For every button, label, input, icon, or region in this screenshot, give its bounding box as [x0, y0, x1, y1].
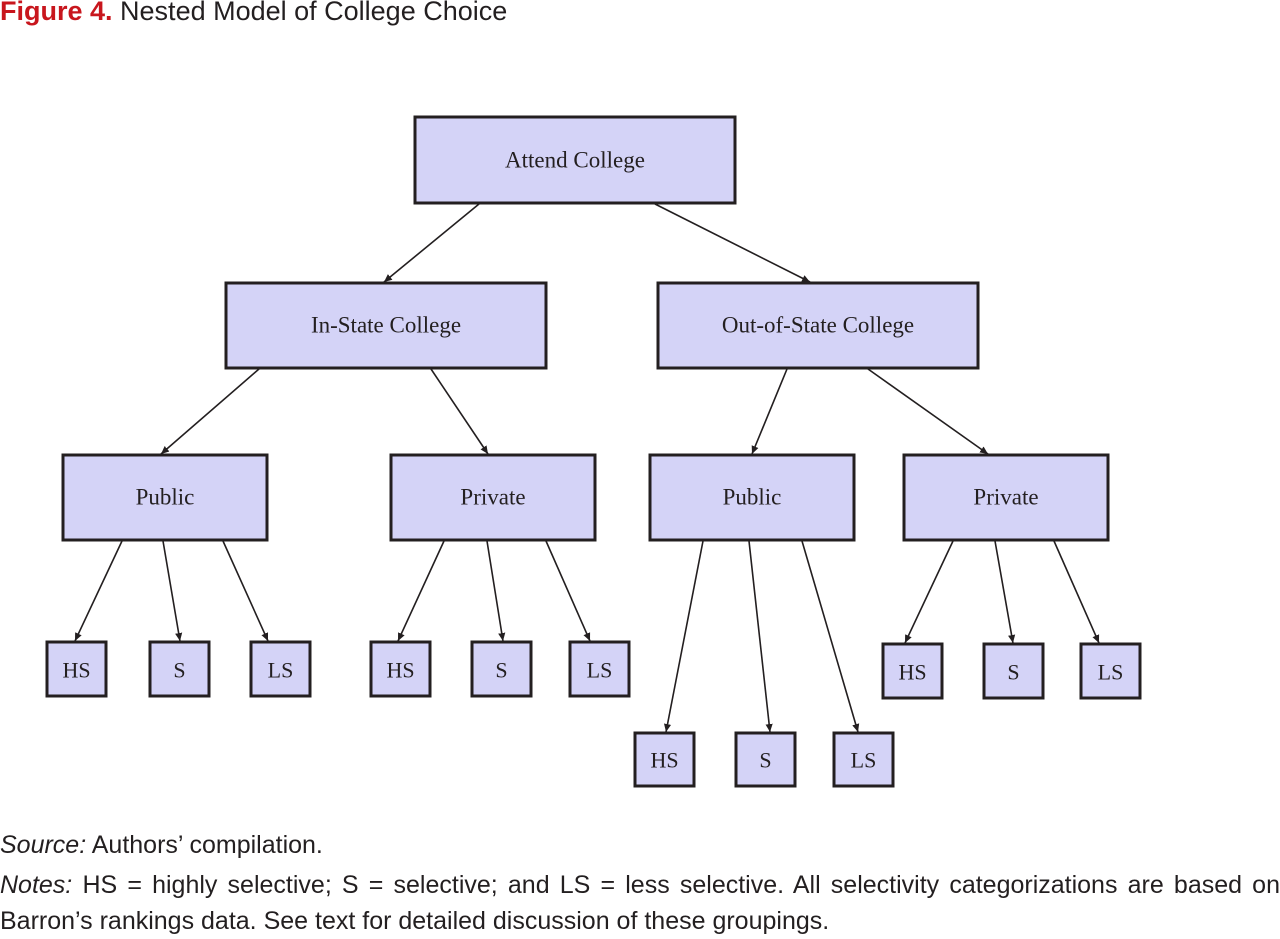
node-out-public-ls-label: LS — [851, 748, 877, 773]
node-in-public-hs-label: HS — [62, 658, 90, 683]
node-in-private-hs: HS — [369, 640, 432, 698]
node-in-public-hs: HS — [45, 640, 108, 698]
edge-in-private-ls — [545, 540, 591, 642]
node-in-private-s: S — [470, 640, 533, 698]
node-out-private-hs-label: HS — [898, 660, 926, 685]
edge-in-private-hs — [397, 540, 445, 642]
node-in-state-private: Private — [389, 453, 597, 542]
node-out-public-hs-label: HS — [650, 748, 678, 773]
edge-in-state-public — [160, 368, 260, 455]
node-in-public-ls: LS — [249, 640, 312, 698]
node-in-public-ls-label: LS — [268, 658, 294, 683]
edge-in-public-s — [162, 540, 183, 642]
edge-out-private-s — [994, 540, 1016, 644]
node-out-of-state-college-label: Out-of-State College — [722, 313, 914, 338]
node-in-state-college: In-State College — [224, 281, 548, 370]
edge-in-state-private — [430, 368, 489, 455]
node-out-private-ls-label: LS — [1098, 660, 1124, 685]
node-in-state-college-label: In-State College — [311, 313, 461, 338]
node-out-public-s-label: S — [759, 748, 771, 773]
edge-in-public-hs — [74, 540, 123, 642]
node-out-of-state-public: Public — [648, 453, 856, 542]
node-out-private-hs: HS — [881, 642, 944, 700]
node-in-state-public-label: Public — [136, 485, 195, 510]
node-out-public-ls: LS — [832, 731, 895, 788]
source-text: Authors’ compilation. — [91, 831, 323, 859]
node-attend-college: Attend College — [413, 115, 737, 205]
node-out-of-state-private: Private — [902, 453, 1110, 542]
source-label: Source: — [0, 831, 87, 859]
notes-label: Notes: — [0, 871, 73, 899]
edge-out-public-s — [748, 540, 773, 733]
node-in-state-public: Public — [61, 453, 269, 542]
node-in-public-s-label: S — [173, 658, 185, 683]
node-out-private-s-label: S — [1007, 660, 1019, 685]
edge-out-private-hs — [904, 540, 954, 644]
node-in-private-s-label: S — [495, 658, 507, 683]
node-in-state-private-label: Private — [460, 485, 525, 510]
notes-text: HS = highly selective; S = selective; an… — [0, 871, 1280, 935]
node-in-private-ls-label: LS — [587, 658, 613, 683]
edge-root-out-state — [654, 203, 811, 283]
node-out-of-state-public-label: Public — [723, 485, 782, 510]
node-attend-college-label: Attend College — [505, 148, 645, 173]
node-out-of-state-private-label: Private — [973, 485, 1038, 510]
edge-out-public-ls — [801, 540, 860, 733]
edge-out-state-private — [867, 368, 989, 455]
edge-out-private-ls — [1053, 540, 1100, 644]
node-out-public-s: S — [734, 731, 797, 788]
node-out-public-hs: HS — [633, 731, 696, 788]
figure-title-text: Nested Model of College Choice — [120, 0, 508, 26]
edge-root-in-state — [383, 203, 480, 283]
edge-out-state-public — [751, 368, 788, 455]
node-in-private-ls: LS — [568, 640, 631, 698]
figure-label: Figure 4. — [0, 0, 113, 26]
node-in-public-s: S — [148, 640, 211, 698]
edge-out-public-hs — [663, 540, 704, 733]
notes-paragraph: Notes: HS = highly selective; S = select… — [0, 867, 1280, 939]
node-out-private-ls: LS — [1079, 642, 1142, 700]
figure-title: Figure 4. Nested Model of College Choice — [0, 0, 507, 28]
node-out-private-s: S — [982, 642, 1045, 700]
node-in-private-hs-label: HS — [386, 658, 414, 683]
source-note: Source: Authors’ compilation. — [0, 827, 323, 863]
edge-in-public-ls — [222, 540, 269, 642]
node-out-of-state-college: Out-of-State College — [656, 281, 980, 370]
edge-in-private-s — [486, 540, 506, 642]
